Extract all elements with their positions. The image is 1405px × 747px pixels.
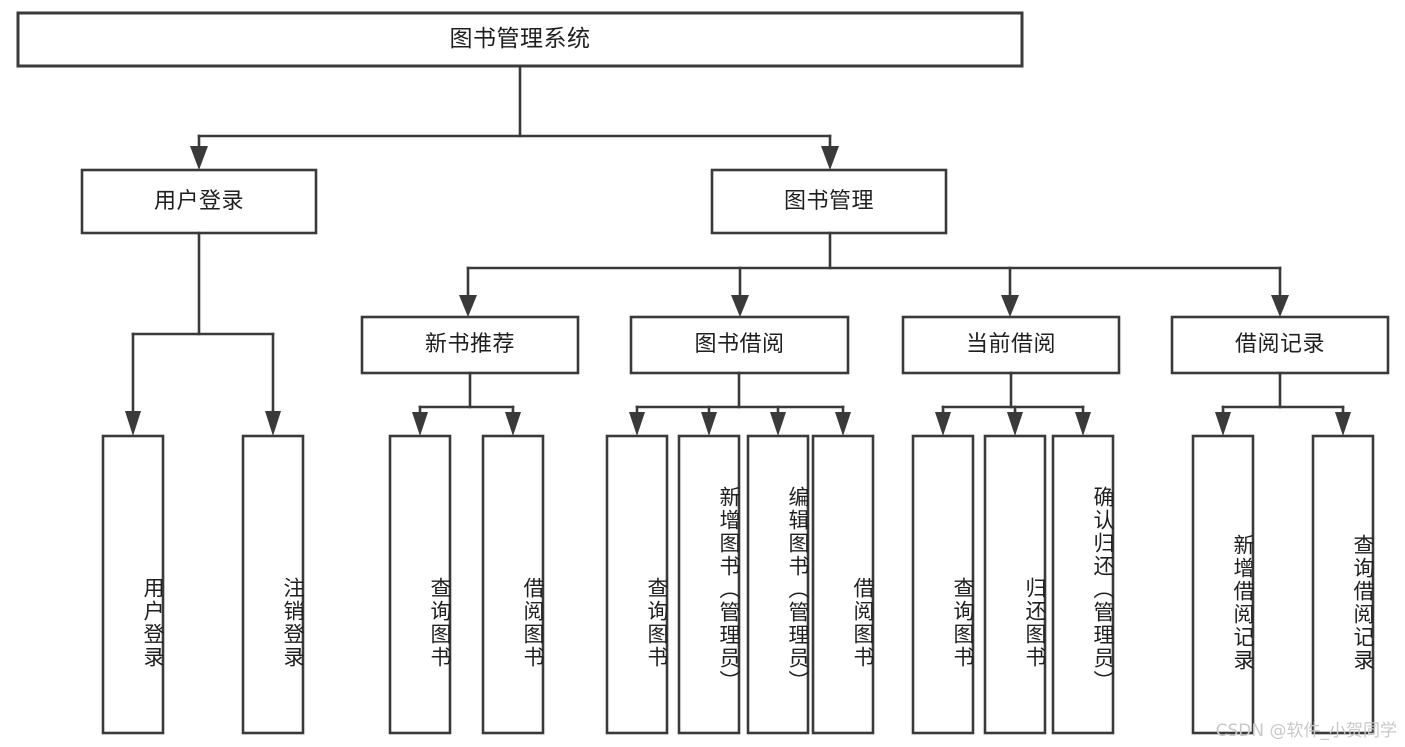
node-box-current-borrow[interactable] <box>901 315 1121 375</box>
arrow-head-leaf-borrow-book-1 <box>505 412 521 436</box>
node-box-leaf-add-record[interactable] <box>1191 434 1255 735</box>
node-box-leaf-borrow-book-2[interactable] <box>811 434 875 735</box>
arrow-head-leaf-confirm-return <box>1075 412 1091 436</box>
node-box-leaf-query-record[interactable] <box>1311 434 1375 735</box>
arrow-head-leaf-query-record <box>1335 412 1351 436</box>
arrow-head-leaf-add-book <box>701 412 717 436</box>
node-box-leaf-query-book-2[interactable] <box>605 434 669 735</box>
arrow-head-newbook <box>459 295 477 317</box>
node-box-book-borrow[interactable] <box>629 315 850 375</box>
arrow-head-leaf-query-book-2 <box>629 412 645 436</box>
node-box-leaf-logout[interactable] <box>241 434 305 735</box>
arrow-head-record <box>1271 295 1289 317</box>
arrow-head-userlogin <box>190 146 208 170</box>
node-box-leaf-confirm-return[interactable] <box>1051 434 1115 735</box>
arrow-head-leaf-query-book-3 <box>935 412 951 436</box>
node-box-leaf-return-book[interactable] <box>983 434 1047 735</box>
node-box-leaf-add-book[interactable] <box>677 434 741 735</box>
node-box-leaf-borrow-book-1[interactable] <box>481 434 545 735</box>
watermark: CSDN @软件_小贺同学 <box>1215 721 1397 741</box>
arrow-head-leaf-user-login <box>125 411 141 436</box>
arrow-head-leaf-add-record <box>1215 412 1231 436</box>
node-box-borrow-record[interactable] <box>1170 315 1390 375</box>
arrow-head-current <box>1001 295 1019 317</box>
node-box-book-management[interactable] <box>710 168 948 235</box>
node-box-leaf-user-login[interactable] <box>101 434 165 735</box>
arrow-head-leaf-return-book <box>1007 412 1023 436</box>
arrow-head-leaf-logout <box>265 411 281 436</box>
node-box-user-login[interactable] <box>80 168 318 235</box>
node-box-leaf-query-book-1[interactable] <box>388 434 452 735</box>
arrow-head-borrow <box>731 295 749 317</box>
arrow-head-bookmgmt <box>821 146 839 170</box>
node-box-root[interactable] <box>16 11 1024 68</box>
arrow-head-leaf-borrow-book-2 <box>835 412 851 436</box>
arrow-head-leaf-query-book-1 <box>412 412 428 436</box>
node-box-leaf-query-book-3[interactable] <box>911 434 975 735</box>
node-box-leaf-edit-book[interactable] <box>746 434 810 735</box>
node-box-new-book-recommend[interactable] <box>360 315 580 375</box>
arrow-head-leaf-edit-book <box>770 412 786 436</box>
